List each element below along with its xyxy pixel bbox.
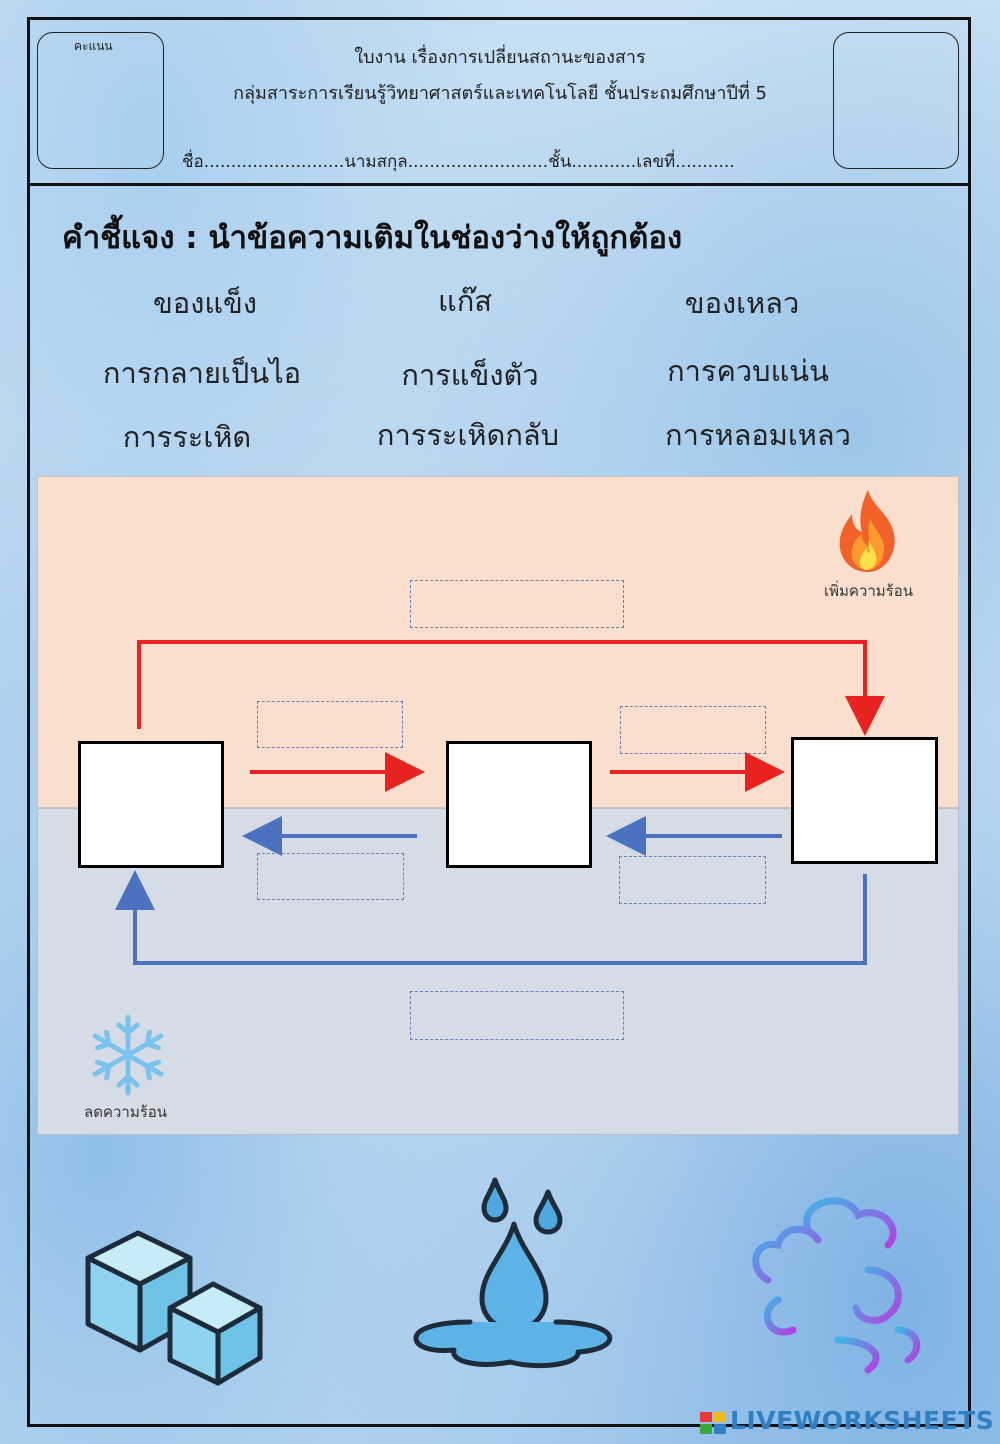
arrows-layer: [115, 640, 885, 965]
blank-liquid-to-solid[interactable]: [257, 853, 404, 900]
snowflake-icon: [92, 1014, 164, 1096]
gas-cloud-icon: [752, 1197, 921, 1374]
score-box: คะแนน: [37, 32, 164, 169]
picture-box: [833, 32, 959, 169]
student-info-line: ชื่อ..........................นามสกุล...…: [182, 152, 735, 172]
liquid-state-box[interactable]: [446, 741, 592, 868]
gas-state-box[interactable]: [791, 737, 938, 864]
blank-liquid-to-gas[interactable]: [620, 706, 766, 754]
cool-label: ลดความร้อน: [84, 1103, 168, 1121]
word-sublimation[interactable]: การระเหิด: [122, 420, 252, 454]
blank-gas-to-liquid[interactable]: [619, 856, 766, 904]
deposition-arrow: [115, 870, 867, 965]
word-melting[interactable]: การหลอมเหลว: [665, 418, 851, 452]
state-change-diagram: เพิ่มความร้อน ลดความร้อน: [37, 476, 959, 1135]
subject-line: กลุ่มสาระการเรียนรู้วิทยาศาสตร์และเทคโนโ…: [233, 83, 767, 104]
word-condensation[interactable]: การควบแน่น: [667, 354, 829, 388]
fire-icon: [839, 490, 895, 572]
word-solid[interactable]: ของแข็ง: [152, 286, 258, 320]
water-drop-icon: [413, 1177, 613, 1369]
score-label: คะแนน: [74, 39, 113, 53]
worksheet-title: ใบงาน เรื่องการเปลี่ยนสถานะของสาร: [354, 47, 646, 68]
word-evaporation[interactable]: การกลายเป็นไอ: [102, 356, 302, 390]
blank-solid-to-liquid[interactable]: [257, 701, 403, 748]
page-frame: [27, 17, 971, 1427]
instruction: คำชี้แจง : นำข้อความเติมในช่องว่างให้ถูก…: [62, 220, 683, 256]
blank-bottom-process[interactable]: [410, 991, 624, 1040]
ice-cubes-icon: [85, 1230, 263, 1386]
watermark: LIVEWORKSHEETS: [730, 1406, 995, 1435]
liveworksheets-logo-icon: [700, 1412, 726, 1434]
solid-state-box[interactable]: [78, 741, 224, 868]
word-gas[interactable]: แก๊ส: [438, 284, 492, 318]
word-freezing[interactable]: การแข็งตัว: [401, 358, 539, 392]
sublimation-arrow: [137, 640, 885, 736]
word-deposition[interactable]: การระเหิดกลับ: [376, 418, 560, 452]
blank-top-process[interactable]: [410, 580, 624, 628]
word-liquid[interactable]: ของเหลว: [684, 286, 800, 320]
heat-label: เพิ่มความร้อน: [824, 582, 913, 600]
header-divider: [27, 183, 971, 186]
